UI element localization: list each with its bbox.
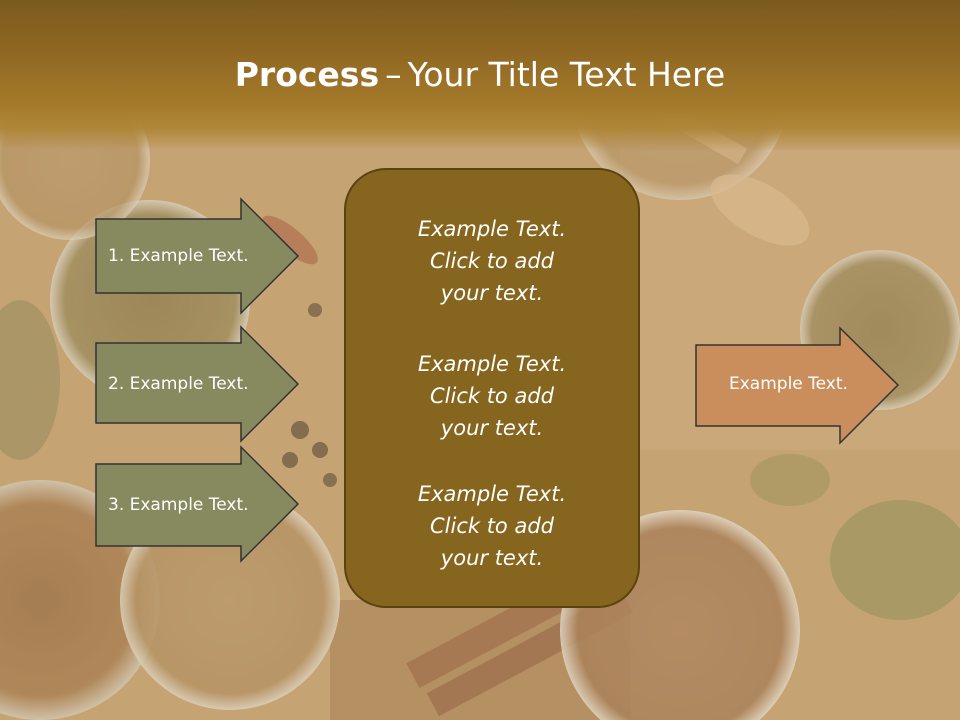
center-block-2-line3: your text. <box>440 416 544 440</box>
center-block-1-line3: your text. <box>440 281 544 305</box>
center-block-1-line2: Click to add <box>429 249 554 273</box>
title-dash: – <box>385 55 402 94</box>
title-rest: Your Title Text Here <box>407 55 726 94</box>
center-text-box[interactable] <box>344 168 640 608</box>
center-block-2-line2: Click to add <box>429 384 554 408</box>
left-arrow-3[interactable] <box>95 445 301 563</box>
right-arrow-label: Example Text. <box>729 374 848 394</box>
left-arrow-1-label: 1. Example Text. <box>108 246 249 266</box>
title-band <box>0 0 960 150</box>
center-block-1-line1: Example Text. <box>417 217 567 241</box>
title-bold: Process <box>234 55 380 94</box>
center-block-1: Example Text. Click to add your text. <box>344 213 640 309</box>
left-arrow-2[interactable] <box>95 325 301 443</box>
center-block-3-line2: Click to add <box>429 514 554 538</box>
center-block-2: Example Text. Click to add your text. <box>344 348 640 444</box>
right-arrow[interactable] <box>695 326 901 445</box>
left-arrow-1[interactable] <box>95 197 301 315</box>
left-arrow-2-label: 2. Example Text. <box>108 374 249 394</box>
center-block-2-line1: Example Text. <box>417 352 567 376</box>
center-block-3-line3: your text. <box>440 546 544 570</box>
slide-title[interactable]: Process–Your Title Text Here <box>0 50 960 100</box>
center-block-3: Example Text. Click to add your text. <box>344 478 640 574</box>
left-arrow-3-label: 3. Example Text. <box>108 495 249 515</box>
center-block-3-line1: Example Text. <box>417 482 567 506</box>
